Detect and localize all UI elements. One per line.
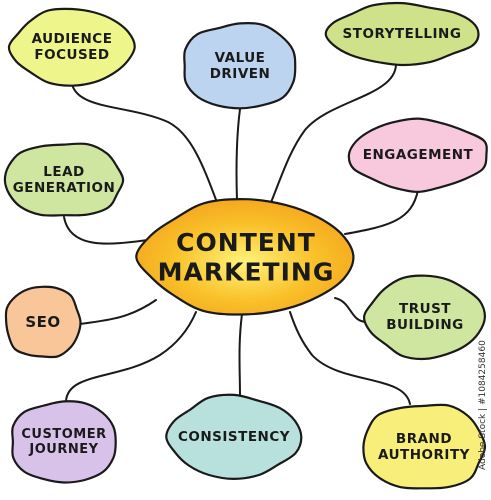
central-topic-label-line-2: MARKETING bbox=[158, 257, 335, 286]
node-consistency-label-line-1: CONSISTENCY bbox=[178, 429, 290, 445]
node-bubble-engagement bbox=[347, 117, 488, 194]
node-seo: SEO bbox=[4, 285, 82, 359]
node-consistency: CONSISTENCY bbox=[165, 393, 303, 480]
node-bubble-trust-building bbox=[362, 274, 487, 361]
node-audience-focused-label-line-1: AUDIENCE bbox=[32, 31, 113, 47]
central-topic-label-line-1: CONTENT bbox=[176, 228, 316, 257]
node-trust-building-label-line-2: BUILDING bbox=[386, 317, 464, 333]
connector-trust-building bbox=[334, 297, 368, 323]
node-audience-focused-label-line-2: FOCUSED bbox=[34, 47, 109, 63]
stock-watermark: Adobe Stock | #1084258460 bbox=[478, 340, 488, 470]
node-value-driven-label-line-1: VALUE bbox=[215, 50, 266, 66]
node-trust-building-label-line-1: TRUST bbox=[399, 301, 451, 317]
node-bubble-lead-generation bbox=[3, 142, 125, 217]
central-topic-bubble bbox=[135, 198, 355, 316]
node-lead-generation-label-line-2: GENERATION bbox=[13, 180, 116, 196]
node-bubble-seo bbox=[4, 285, 82, 359]
node-customer-journey-label-line-2: JOURNEY bbox=[28, 442, 98, 457]
node-seo-label-line-1: SEO bbox=[25, 313, 60, 331]
connector-value-driven bbox=[235, 108, 241, 201]
connector-storytelling bbox=[269, 63, 397, 206]
node-storytelling-label-line-1: STORYTELLING bbox=[343, 26, 462, 42]
connector-customer-journey bbox=[65, 311, 197, 402]
connector-engagement bbox=[344, 189, 419, 235]
node-customer-journey-label-line-1: CUSTOMER bbox=[21, 427, 106, 442]
connector-brand-authority bbox=[289, 311, 411, 405]
node-bubble-value-driven bbox=[183, 22, 297, 110]
node-bubble-audience-focused bbox=[7, 7, 136, 87]
node-brand-authority-label-line-1: BRAND bbox=[396, 431, 452, 447]
connector-seo bbox=[79, 299, 157, 325]
connector-lines bbox=[63, 63, 419, 405]
node-brand-authority-label-line-2: AUTHORITY bbox=[378, 447, 470, 463]
connector-audience-focused bbox=[71, 83, 219, 206]
node-value-driven-label-line-2: DRIVEN bbox=[210, 66, 271, 82]
node-bubble-consistency bbox=[165, 393, 303, 480]
connector-consistency bbox=[238, 313, 243, 397]
node-storytelling: STORYTELLING bbox=[324, 1, 480, 67]
node-bubble-storytelling bbox=[324, 1, 480, 67]
node-bubble-brand-authority bbox=[362, 403, 487, 490]
node-bubble-customer-journey bbox=[11, 400, 117, 484]
node-engagement: ENGAGEMENT bbox=[347, 117, 488, 194]
node-lead-generation-label-line-1: LEAD bbox=[43, 164, 84, 180]
node-engagement-label-line-1: ENGAGEMENT bbox=[363, 147, 474, 163]
connector-lead-generation bbox=[63, 216, 149, 245]
